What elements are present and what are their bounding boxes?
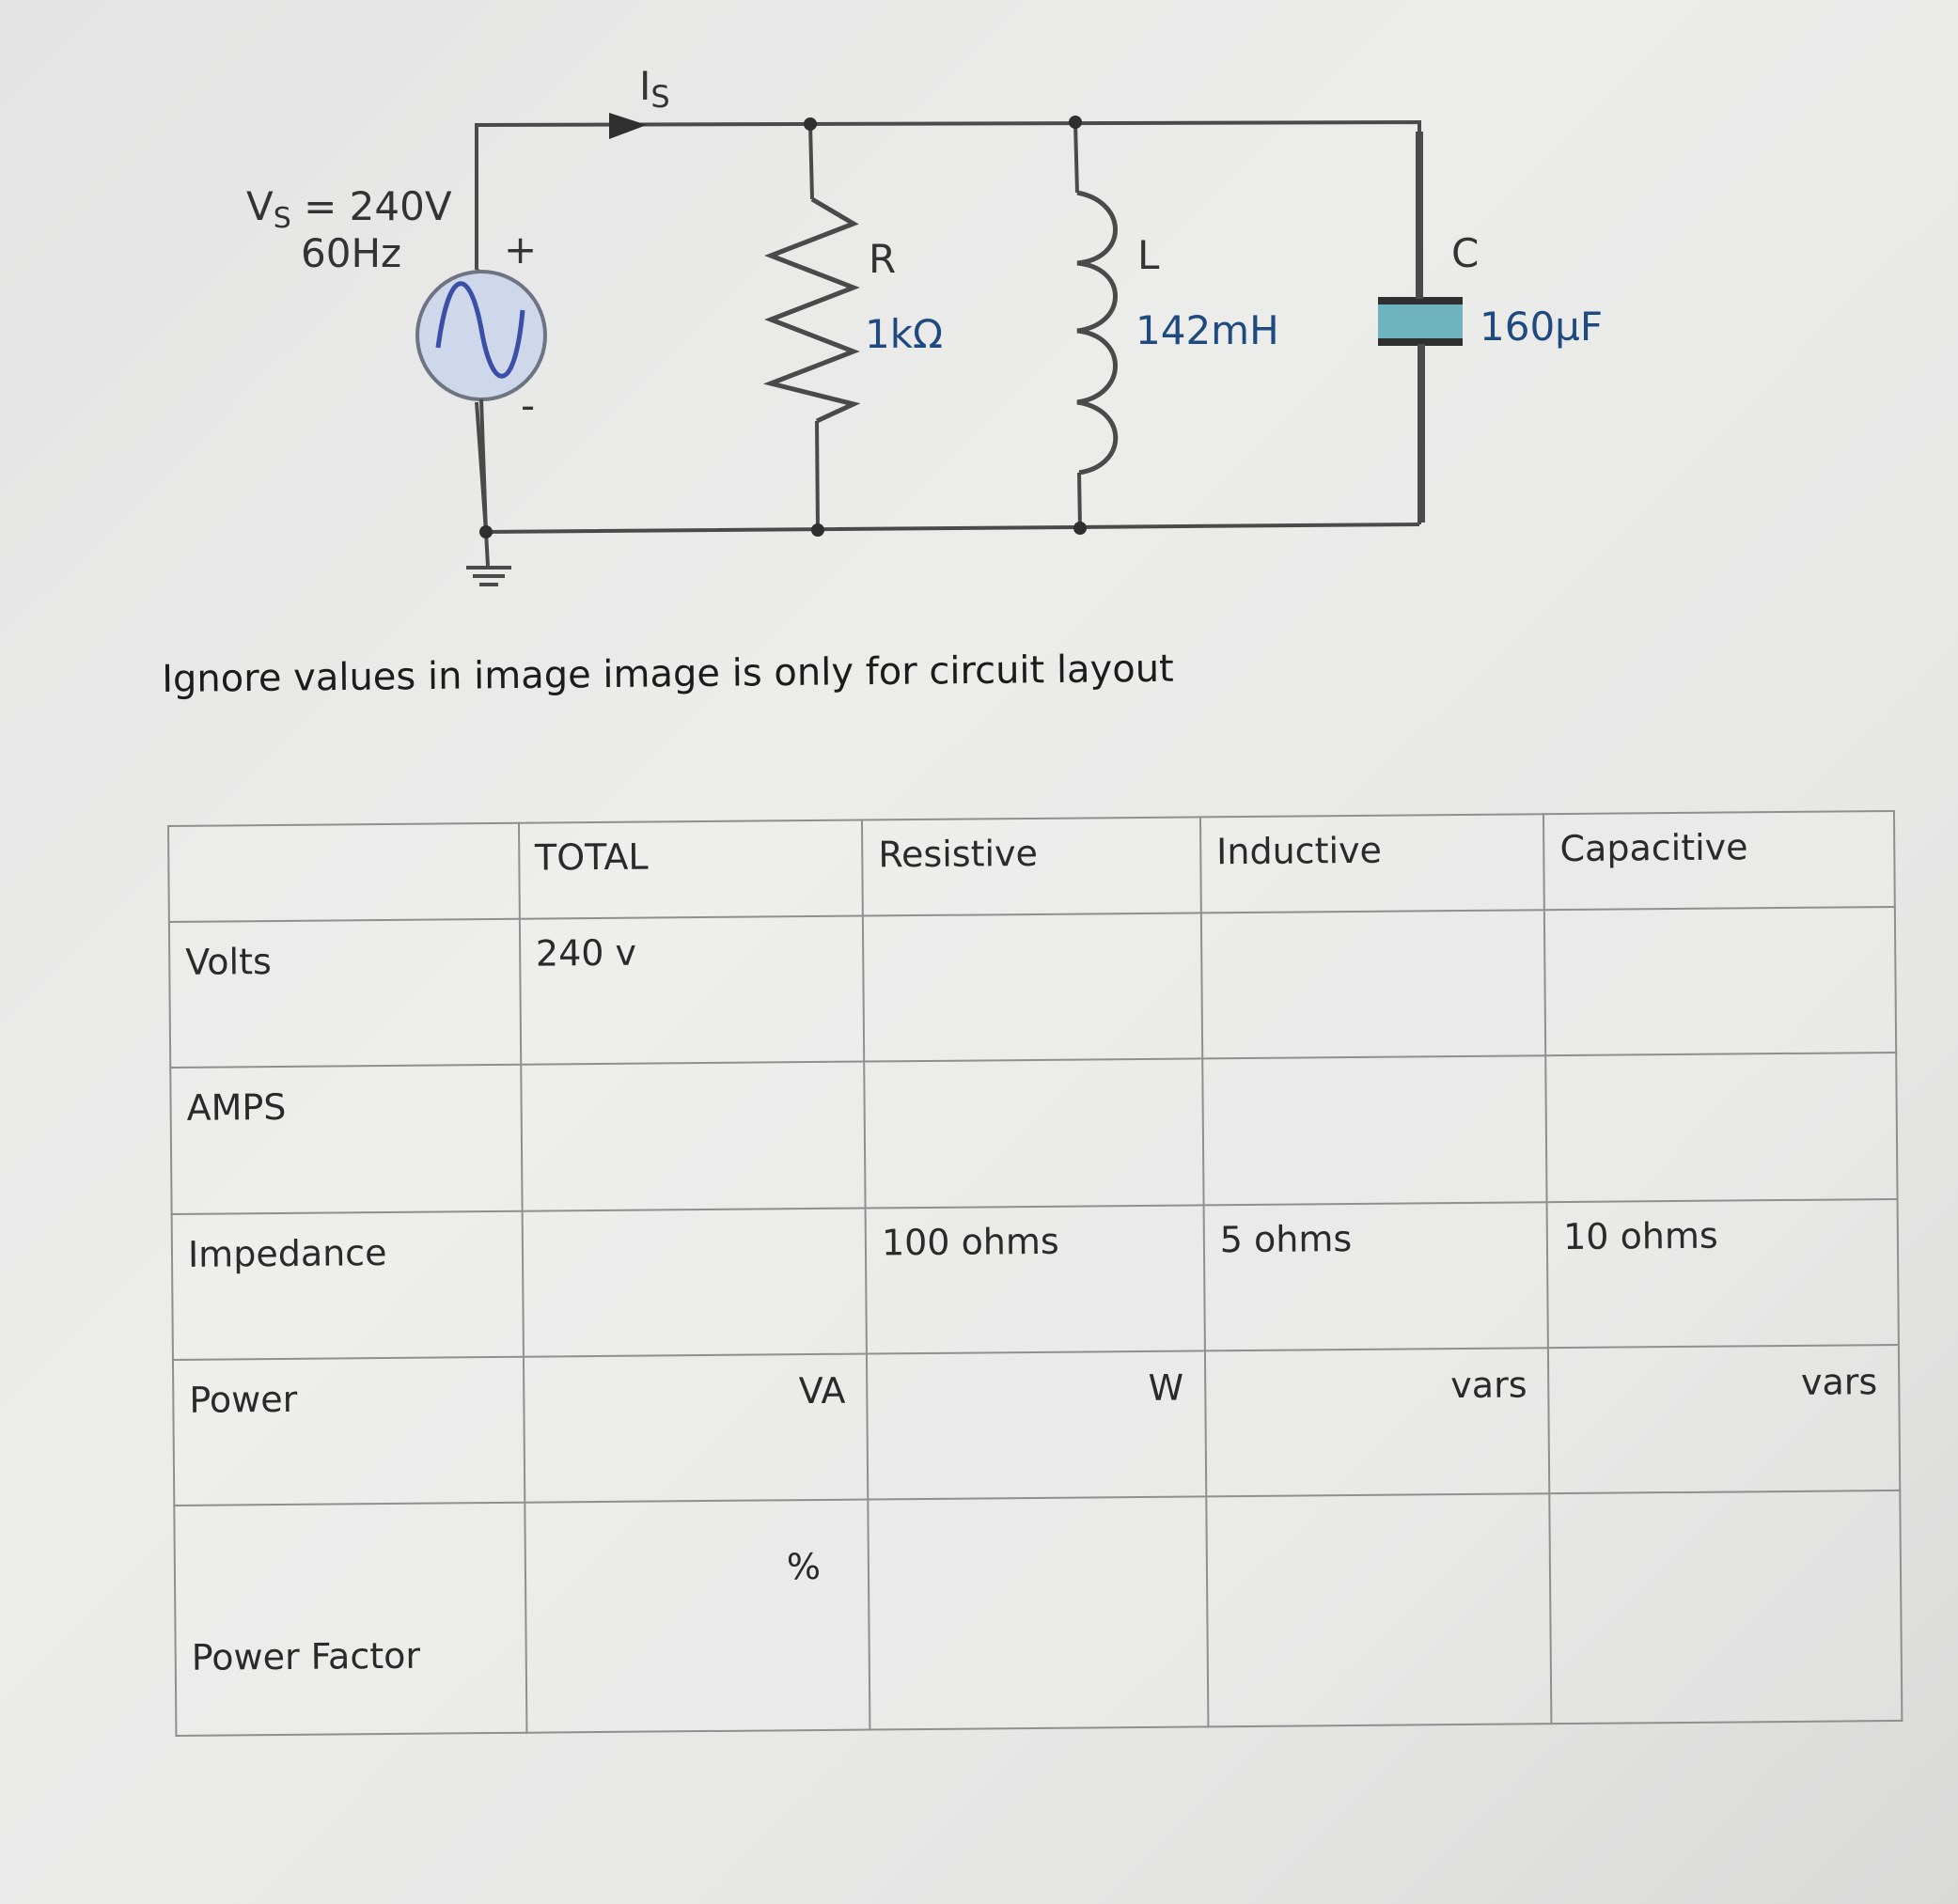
cell-pf-inductive[interactable] — [1206, 1493, 1552, 1727]
resistor-symbol — [762, 196, 861, 424]
row-amps: AMPS — [170, 1053, 1898, 1214]
layout-note: Ignore values in image image is only for… — [162, 647, 1174, 701]
cell-impedance-resistive[interactable]: 100 ohms — [865, 1205, 1205, 1354]
source-frequency-label: 60Hz — [301, 230, 401, 276]
cell-volts-capacitive[interactable] — [1544, 906, 1897, 1056]
row-label-impedance: Impedance — [171, 1210, 524, 1360]
unit-vars-capacitive: vars — [1800, 1361, 1878, 1403]
ground-symbol — [466, 566, 511, 586]
cell-impedance-total[interactable] — [522, 1208, 867, 1357]
current-arrow — [609, 113, 647, 139]
cell-amps-capacitive[interactable] — [1545, 1053, 1898, 1202]
cell-amps-resistive[interactable] — [864, 1058, 1204, 1209]
cell-amps-total[interactable] — [520, 1061, 866, 1211]
resistor-value: 1kΩ — [865, 311, 943, 357]
circuit-diagram: IS VS = 240V 60Hz + - R 1kΩ L 142mH C 16… — [246, 63, 1603, 586]
row-label-power: Power — [172, 1356, 525, 1506]
row-label-amps: AMPS — [170, 1065, 523, 1214]
cell-power-capacitive[interactable]: vars — [1548, 1344, 1901, 1494]
values-table: TOTAL Resistive Inductive Capacitive Vol… — [167, 809, 1903, 1737]
unit-va: VA — [798, 1369, 846, 1412]
resistor-top-lead — [808, 123, 814, 200]
header-inductive: Inductive — [1199, 814, 1545, 913]
ac-source-symbol — [415, 268, 547, 533]
inductor-value: 142mH — [1136, 307, 1279, 353]
inductor-symbol — [1076, 190, 1119, 476]
values-table-container: TOTAL Resistive Inductive Capacitive Vol… — [167, 809, 1903, 1737]
row-impedance: Impedance 100 ohms 5 ohms 10 ohms — [171, 1198, 1899, 1360]
minus-sign: - — [521, 382, 535, 429]
header-row: TOTAL Resistive Inductive Capacitive — [168, 810, 1895, 922]
header-resistive: Resistive — [862, 817, 1201, 916]
cell-volts-total[interactable]: 240 v — [519, 915, 865, 1066]
cell-power-total[interactable]: VA — [523, 1353, 869, 1504]
unit-w: W — [1148, 1366, 1184, 1409]
header-corner — [168, 822, 520, 922]
source-voltage-label: VS = 240V — [246, 183, 452, 235]
inductor-label: L — [1137, 232, 1160, 278]
header-total: TOTAL — [518, 819, 863, 919]
capacitor-label: C — [1451, 230, 1479, 276]
cell-volts-resistive[interactable] — [862, 913, 1203, 1062]
unit-percent: % — [786, 1546, 822, 1588]
cell-power-inductive[interactable]: vars — [1204, 1348, 1550, 1497]
header-capacitive: Capacitive — [1543, 810, 1895, 911]
capacitor-value: 160µF — [1480, 304, 1603, 350]
row-power-factor: Power Factor % — [174, 1490, 1903, 1736]
resistor-bottom-lead — [815, 420, 820, 531]
cell-impedance-inductive[interactable]: 5 ohms — [1203, 1201, 1549, 1351]
cell-pf-total[interactable]: % — [525, 1499, 870, 1733]
bottom-wire — [475, 401, 1420, 535]
inductor-bottom-lead — [1077, 472, 1082, 529]
resistor-label: R — [869, 236, 896, 282]
row-power: Power VA W vars vars — [172, 1344, 1901, 1506]
cell-power-resistive[interactable]: W — [866, 1350, 1207, 1500]
cell-impedance-capacitive[interactable]: 10 ohms — [1546, 1198, 1899, 1349]
row-volts: Volts 240 v — [168, 906, 1897, 1069]
row-label-volts: Volts — [168, 918, 521, 1069]
cell-volts-inductive[interactable] — [1200, 910, 1546, 1059]
row-label-power-factor: Power Factor — [174, 1503, 527, 1736]
inductor-top-lead — [1073, 122, 1079, 194]
junction-dots — [479, 116, 1087, 538]
capacitor-symbol — [1378, 132, 1463, 523]
cell-pf-capacitive[interactable] — [1549, 1490, 1903, 1725]
cell-pf-resistive[interactable] — [868, 1496, 1209, 1730]
plus-sign: + — [504, 226, 537, 273]
source-current-label: IS — [639, 63, 670, 115]
cell-amps-inductive[interactable] — [1202, 1055, 1547, 1206]
unit-vars-inductive: vars — [1450, 1364, 1527, 1407]
